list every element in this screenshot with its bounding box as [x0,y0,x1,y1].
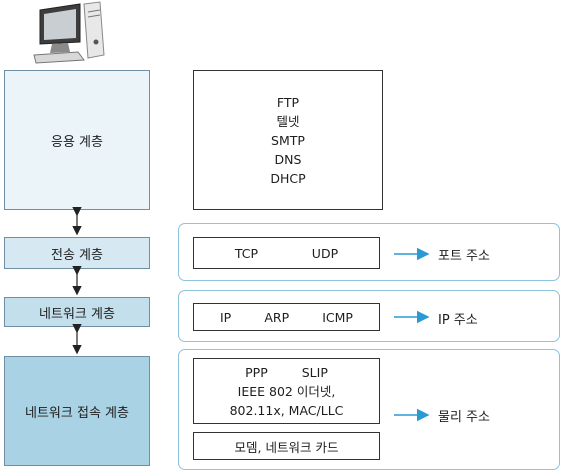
network-protocols: IP ARP ICMP [193,303,380,331]
protocol-item: TCP [234,245,259,261]
protocol-row: PPP SLIP [245,363,328,382]
access-address-label: 물리 주소 [438,410,490,425]
layer-access: 네트워크 접속 계층 [4,356,150,466]
protocol-item: PPP [245,364,268,380]
protocol-item: IEEE 802 이더넷, [237,383,336,399]
protocol-item: ARP [264,309,290,325]
access-protocols-bottom: 모뎀, 네트워크 카드 [193,432,380,460]
protocol-item: 모뎀, 네트워크 카드 [234,439,339,455]
protocol-item: FTP [276,94,300,110]
protocol-item: DNS [274,151,302,167]
network-address-label: IP 주소 [438,313,478,328]
layer-application-label: 응용 계층 [51,134,103,150]
layer-transport: 전송 계층 [4,237,150,269]
protocol-item: SLIP [301,364,328,380]
access-protocols-top: PPP SLIP IEEE 802 이더넷, 802.11x, MAC/LLC [193,358,380,424]
protocol-item: ICMP [322,309,353,325]
transport-protocols: TCP UDP [193,237,380,269]
layer-transport-label: 전송 계층 [51,247,103,263]
layer-network: 네트워크 계층 [4,297,150,327]
protocol-item: DHCP [270,170,306,186]
layer-access-label: 네트워크 접속 계층 [25,405,129,421]
transport-address-label: 포트 주소 [438,249,490,264]
application-protocols: FTP 텔넷 SMTP DNS DHCP [193,70,383,210]
protocol-item: SMTP [271,132,305,148]
computer-icon [33,1,105,64]
protocol-item: IP [220,309,232,325]
protocol-item: 텔넷 [276,113,300,129]
layer-network-label: 네트워크 계층 [39,306,115,322]
protocol-item: 802.11x, MAC/LLC [229,402,344,418]
protocol-item: UDP [311,245,339,261]
layer-application: 응용 계층 [4,70,150,210]
